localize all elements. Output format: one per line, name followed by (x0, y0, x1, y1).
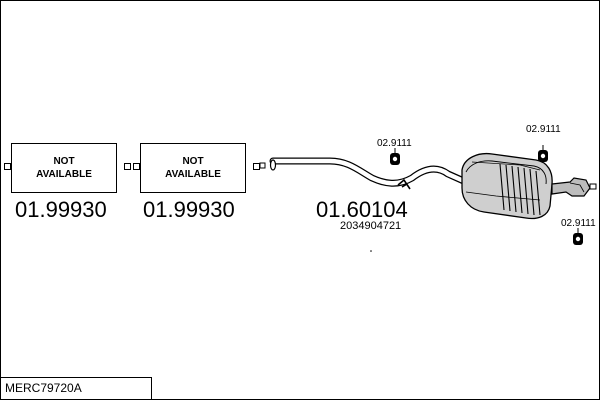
part2-number: 01.99930 (143, 197, 235, 222)
pipe-hanger-bracket (397, 178, 411, 190)
connector-pipe-start (259, 162, 266, 169)
model-code: MERC79720A (5, 381, 82, 395)
part2-na-line2: AVAILABLE (165, 169, 221, 180)
part2-not-available-box: NOT AVAILABLE (140, 143, 246, 193)
hanger-label-3: 02.9111 (561, 218, 596, 229)
part1-na-line2: AVAILABLE (36, 169, 92, 180)
model-code-box: MERC79720A (0, 377, 152, 400)
hanger-rubber-icon-2 (538, 145, 548, 162)
part2-na-line1: NOT (182, 156, 204, 167)
part3-number: 01.60104 (316, 197, 408, 222)
connector-right-part1 (124, 163, 131, 170)
hanger-label-1: 02.9111 (377, 138, 412, 149)
part1-na-line1: NOT (53, 156, 75, 167)
hanger-rubber-icon-3 (573, 228, 583, 245)
connector-left-part1 (4, 163, 11, 170)
stray-dot (370, 250, 372, 252)
connector-left-part2 (133, 163, 140, 170)
part3-oem-number: 2034904721 (340, 220, 402, 232)
part1-number: 01.99930 (15, 197, 107, 222)
tail-pipe (551, 177, 597, 197)
part1-not-available-box: NOT AVAILABLE (11, 143, 117, 193)
hanger-rubber-icon-1 (390, 148, 400, 165)
hanger-label-2: 02.9111 (526, 124, 561, 135)
exhaust-pipe (269, 157, 470, 187)
silencer-body (461, 152, 553, 220)
